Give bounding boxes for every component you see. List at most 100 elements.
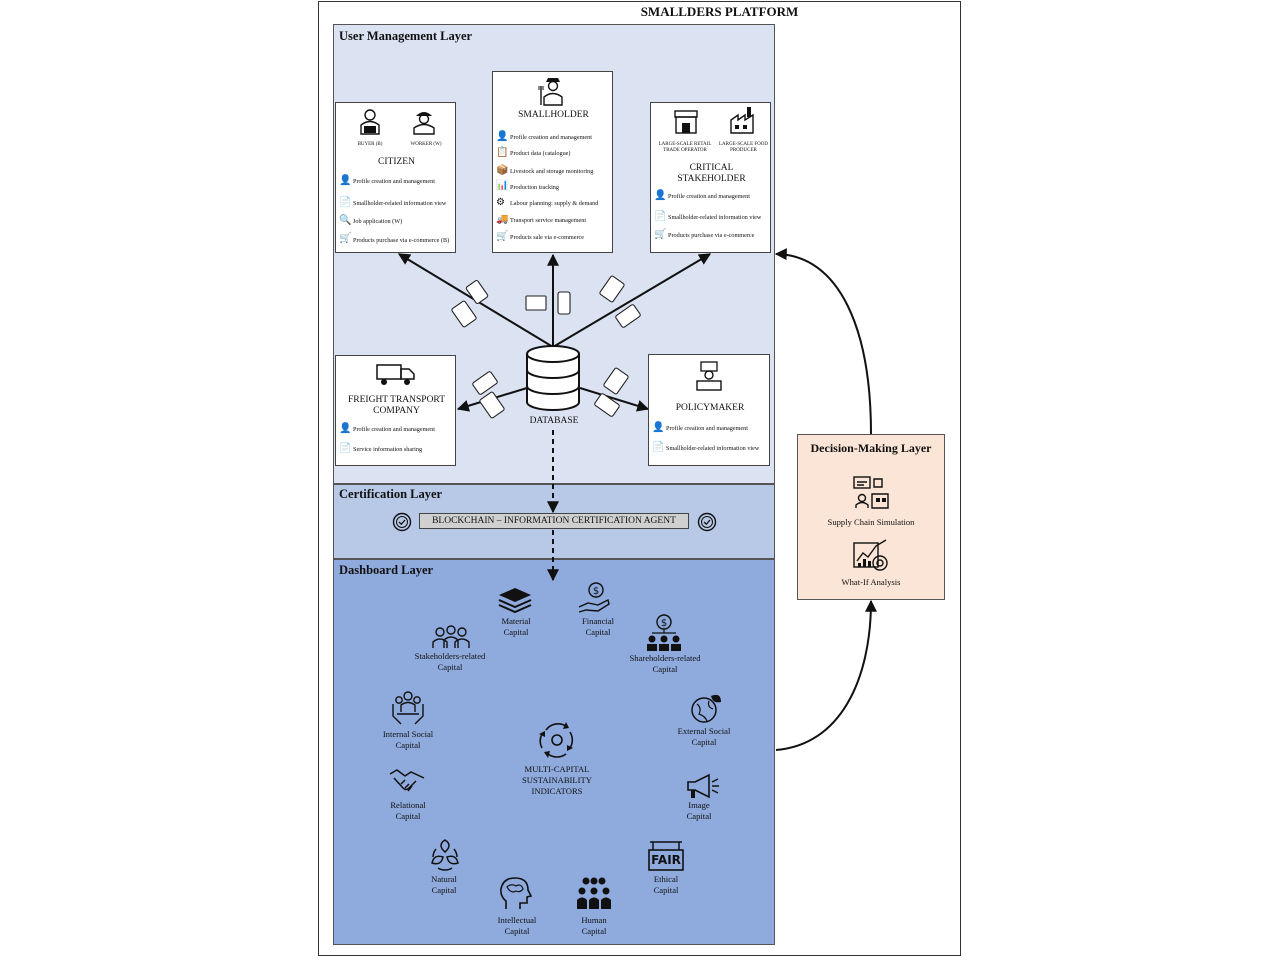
- buyer-icon: [360, 109, 380, 135]
- freight-box: FREIGHT TRANSPORT COMPANY 👤 Profile crea…: [335, 355, 456, 466]
- cycle-arrows-icon: [539, 722, 574, 758]
- citizen-feature: Products purchase via e-commerce (B): [353, 237, 450, 244]
- decision-layer-title: Decision-Making Layer: [810, 441, 932, 455]
- buyer-label: BUYER (B): [357, 142, 383, 147]
- internal-social-icon: [392, 691, 424, 725]
- freight-feature: Service information sharing: [353, 446, 423, 453]
- truck-icon: 🚚: [496, 214, 509, 225]
- smallholder-feature: Transport service management: [510, 217, 587, 224]
- shareholders-capital-line2: Capital: [652, 664, 678, 674]
- storage-icon: 📦: [496, 165, 509, 176]
- document-icon: 📄: [339, 443, 352, 454]
- smallholder-feature: Profile creation and management: [510, 134, 592, 141]
- job-search-icon: 🔍: [339, 215, 352, 226]
- profile-icon: 👤: [654, 190, 667, 201]
- citizen-box: BUYER (B) WORKER (W) CITIZEN 👤 Profile c…: [335, 102, 456, 253]
- shareholders-capital-line1: Shareholders-related: [629, 653, 701, 663]
- fair-badge-text: FAIR: [651, 853, 681, 867]
- factory-icon: [730, 107, 754, 134]
- dashboard-layer-title: Dashboard Layer: [339, 563, 434, 577]
- human-capital-line1: Human: [581, 915, 607, 925]
- smallholder-feature: Livestock and storage monitoring: [510, 168, 594, 175]
- indicators-center-line2: SUSTAINABILITY: [522, 775, 592, 785]
- critical-stakeholder-box: LARGE-SCALE RETAIL TRADE OPERATOR LARGE-…: [650, 102, 771, 253]
- internal-social-capital-line1: Internal Social: [382, 729, 434, 739]
- tracking-icon: 📊: [496, 180, 509, 191]
- critical-feature: Products purchase via e-commerce: [668, 232, 755, 239]
- indicators-center-line1: MULTI-CAPITAL: [524, 764, 590, 774]
- fair-sign-icon: [648, 841, 684, 871]
- cart-icon: 🛒: [339, 233, 352, 244]
- natural-capital-line1: Natural: [431, 874, 457, 884]
- smallholder-box: SMALLHOLDER 👤 Profile creation and manag…: [492, 71, 613, 253]
- retail-store-icon: [674, 110, 698, 134]
- profile-icon: 👤: [339, 423, 352, 434]
- cart-icon: 🛒: [654, 229, 667, 240]
- catalogue-icon: 📋: [496, 147, 509, 158]
- producer-label: LARGE-SCALE FOOD PRODUCER: [718, 142, 769, 153]
- handshake-icon: [389, 769, 425, 792]
- external-social-capital-line2: Capital: [691, 737, 717, 747]
- policymaker-title: POLICYMAKER: [675, 403, 745, 413]
- relational-capital-line1: Relational: [390, 800, 426, 810]
- worker-icon: [413, 112, 435, 135]
- image-capital-line2: Capital: [686, 811, 712, 821]
- financial-capital-line1: Financial: [582, 616, 614, 626]
- certified-badge-icon: [697, 512, 717, 532]
- indicators-center-line3: INDICATORS: [531, 786, 583, 796]
- citizen-feature: Profile creation and management: [353, 178, 435, 185]
- natural-capital-line2: Capital: [431, 885, 457, 895]
- material-capital-line1: Material: [501, 616, 531, 626]
- group-icon: [432, 625, 470, 648]
- intellectual-capital-line2: Capital: [504, 926, 530, 936]
- platform-frame: [318, 1, 961, 956]
- decision-item: Supply Chain Simulation: [827, 517, 915, 527]
- decision-making-layer: [797, 434, 945, 600]
- layers-icon: [498, 588, 532, 614]
- freight-title-line1: FREIGHT TRANSPORT: [348, 395, 445, 405]
- smallholder-feature: Production tracking: [510, 184, 559, 191]
- user-layer-title: User Management Layer: [339, 29, 473, 43]
- profile-icon: 👤: [652, 422, 665, 433]
- dashboard-layer: [333, 559, 775, 945]
- policymaker-feature: Smallholder-related information view: [666, 445, 760, 452]
- database-label: DATABASE: [529, 416, 579, 426]
- globe-leaf-icon: [691, 694, 721, 723]
- brain-head-icon: [500, 877, 533, 909]
- database-icon: [526, 345, 580, 411]
- image-capital-line1: Image: [688, 800, 710, 810]
- smallholder-feature: Product data (catalogue): [510, 150, 571, 157]
- document-icon: 📄: [652, 442, 665, 453]
- smallholder-title: SMALLHOLDER: [518, 110, 589, 120]
- human-capital-line2: Capital: [581, 926, 607, 936]
- svg-text:$: $: [661, 618, 667, 629]
- citizen-feature: Job application (W): [353, 218, 403, 225]
- certification-layer-title: Certification Layer: [339, 487, 443, 501]
- recycle-leaf-icon: [431, 839, 459, 871]
- platform-title: SMALLDERS PLATFORM: [640, 4, 799, 19]
- critical-feature: Profile creation and management: [668, 193, 750, 200]
- shareholders-icon: $: [647, 614, 681, 651]
- ethical-capital-line2: Capital: [653, 885, 679, 895]
- smallholder-feature: Products sale via e-commerce: [510, 234, 585, 241]
- svg-text:$: $: [593, 586, 599, 597]
- labour-icon: ⚙: [496, 197, 505, 208]
- ethical-capital-line1: Ethical: [653, 874, 679, 884]
- critical-title-line2: STAKEHOLDER: [677, 174, 746, 184]
- policymaker-feature: Profile creation and management: [666, 425, 748, 432]
- retail-label: LARGE-SCALE RETAIL TRADE OPERATOR: [658, 142, 712, 153]
- citizen-title: CITIZEN: [378, 157, 415, 167]
- document-icon: 📄: [654, 211, 667, 222]
- intellectual-capital-line1: Intellectual: [497, 915, 537, 925]
- freight-title-line2: COMPANY: [373, 406, 420, 416]
- farmer-icon: [538, 78, 563, 106]
- critical-title-line1: CRITICAL: [689, 163, 734, 173]
- certified-badge-icon: [392, 512, 412, 532]
- profile-icon: 👤: [496, 131, 509, 142]
- blockchain-agent: BLOCKCHAIN – INFORMATION CERTIFICATION A…: [419, 513, 689, 529]
- money-hand-icon: $: [578, 582, 610, 613]
- external-social-capital-line1: External Social: [677, 726, 731, 736]
- stakeholders-capital-line2: Capital: [437, 662, 463, 672]
- internal-social-capital-line2: Capital: [395, 740, 421, 750]
